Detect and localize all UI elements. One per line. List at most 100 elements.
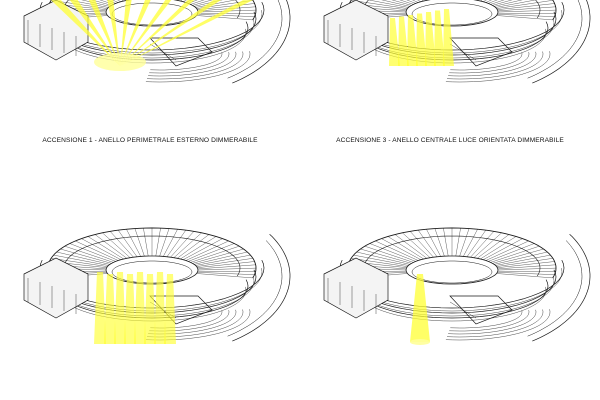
ceiling-rib <box>155 228 161 257</box>
ceiling-rib <box>402 232 431 258</box>
lighting-diagram-1: ACCENSIONE 1 - ANELLO PERIMETRALE ESTERN… <box>0 0 300 200</box>
ceiling-rib <box>494 251 548 265</box>
light-beam <box>120 0 172 66</box>
seating-row <box>445 309 551 341</box>
entrance-base <box>449 295 513 325</box>
ceiling-rib <box>480 236 517 260</box>
ceiling-rib <box>494 0 523 7</box>
ceiling-rib <box>375 240 419 261</box>
ceiling-rib <box>351 0 408 9</box>
ceiling-rib <box>463 229 478 257</box>
ceiling-rib <box>118 230 138 257</box>
seating-row <box>445 51 551 83</box>
ceiling-rib <box>477 234 510 259</box>
ceiling-rib <box>51 258 108 267</box>
seating-row <box>146 51 244 80</box>
ceiling-rib <box>91 0 112 6</box>
ceiling-inner-ring <box>411 260 493 284</box>
ceiling-rib <box>488 0 498 4</box>
seating-row <box>446 309 544 338</box>
ceiling-rib <box>406 0 416 4</box>
lighting-diagram-4 <box>300 200 600 400</box>
light-beam <box>164 274 176 344</box>
light-beam <box>120 0 151 66</box>
auditorium-drawing <box>23 227 291 344</box>
ceiling-rib <box>87 236 124 260</box>
ceiling-rib <box>495 254 551 266</box>
light-beam <box>124 274 136 344</box>
ceiling-rib <box>394 234 427 259</box>
ceiling-rib <box>99 0 114 5</box>
ceiling-rib <box>185 240 229 261</box>
outer-shell-arc <box>232 233 291 342</box>
ceiling-rib <box>381 0 410 7</box>
ceiling-rib <box>443 228 449 257</box>
ceiling-rib <box>196 273 253 279</box>
ceiling-rib <box>134 228 145 257</box>
ceiling-rib <box>459 228 470 257</box>
seating-row <box>450 52 523 71</box>
outer-shell-arc <box>532 0 591 84</box>
ceiling-rib <box>496 15 553 21</box>
light-beam <box>410 274 430 342</box>
seating-row <box>450 310 523 329</box>
ceiling-rib <box>197 267 257 271</box>
ceiling-rib <box>497 264 556 270</box>
ceiling-rib <box>188 0 198 4</box>
ceiling-rib <box>399 0 414 5</box>
ceiling-rib <box>490 246 540 263</box>
ceiling-rib <box>188 243 235 262</box>
outer-shell-arc <box>232 0 291 84</box>
entrance-detail <box>449 43 477 61</box>
ceiling-rib <box>496 273 553 279</box>
ceiling-rib <box>192 248 244 264</box>
ceiling-rib <box>490 0 505 5</box>
ceiling-rib <box>356 251 410 265</box>
light-beam <box>425 12 436 66</box>
ceiling-rib <box>410 231 434 258</box>
light-beam <box>94 272 106 344</box>
ceiling-rib <box>126 229 141 257</box>
ceiling-rib <box>497 267 557 271</box>
ceiling-rib <box>197 14 255 17</box>
ceiling-rib <box>367 0 409 8</box>
lighting-diagram-2: ACCENSIONE 3 - ANELLO CENTRALE LUCE ORIE… <box>300 0 600 200</box>
ceiling-rib <box>387 236 424 260</box>
ceiling-rib <box>163 229 178 257</box>
light-beam <box>120 0 195 66</box>
ceiling-rib <box>197 264 256 270</box>
ceiling-rib <box>81 238 121 260</box>
ceiling-rib <box>364 246 414 263</box>
light-beam <box>120 0 253 67</box>
ceiling-rib <box>381 238 421 260</box>
ceiling-rib <box>391 0 412 6</box>
seating-row <box>448 309 537 335</box>
lighting-diagram-3 <box>0 200 300 400</box>
ceiling-rib <box>497 9 557 13</box>
ceiling-rib <box>497 6 556 12</box>
light-beam <box>389 18 400 66</box>
ceiling-rib <box>418 230 438 257</box>
light-beam <box>120 0 222 66</box>
light-beam <box>398 16 409 66</box>
diagram-caption: ACCENSIONE 3 - ANELLO CENTRALE LUCE ORIE… <box>336 137 564 144</box>
ceiling-rib <box>110 231 134 258</box>
seating-row <box>145 51 251 83</box>
ceiling-rib <box>434 228 445 257</box>
auditorium-drawing <box>323 0 591 84</box>
outer-shell-arc <box>532 233 591 342</box>
ceiling-rib <box>488 243 535 262</box>
light-beam <box>104 274 116 344</box>
seating-row <box>149 52 230 74</box>
ceiling-rib <box>192 0 213 6</box>
ceiling-rib <box>497 14 555 17</box>
ceiling-rib <box>353 254 409 266</box>
ceiling-rib <box>75 240 119 261</box>
entrance-detail <box>149 43 177 61</box>
light-pool <box>410 339 430 345</box>
ceiling-rib <box>143 228 149 257</box>
ceiling-rib <box>473 232 502 258</box>
light-beam <box>120 0 132 66</box>
ceiling-rib <box>492 248 544 264</box>
seating-row <box>449 310 530 332</box>
